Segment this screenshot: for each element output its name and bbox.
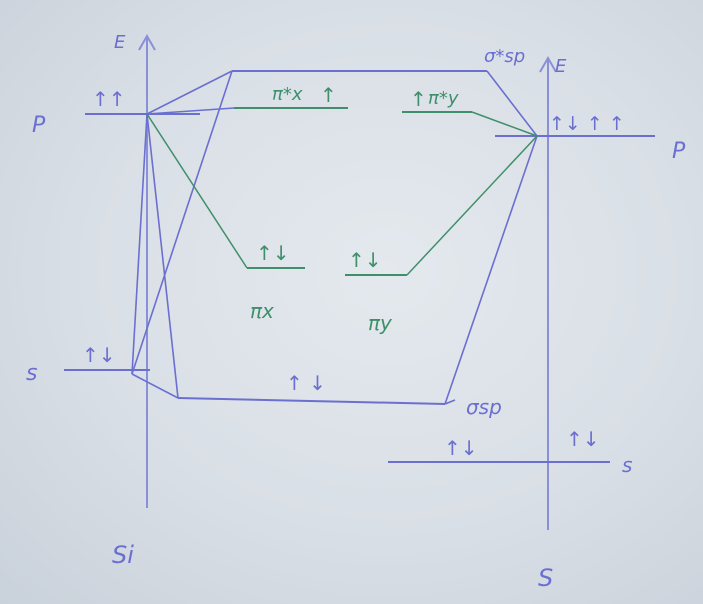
sigma-sp-level	[177, 397, 446, 405]
left-energy-axis-label: E	[114, 32, 126, 53]
sigma-star-label: σ*sp	[484, 46, 525, 67]
sigma-sp-label: σsp	[466, 395, 502, 419]
blue-correlation-lines	[131, 70, 538, 405]
left-energy-axis	[138, 33, 156, 508]
s-p-electrons: ↑↓ ↑ ↑	[549, 113, 625, 135]
si-s-label: s	[26, 361, 37, 386]
left-atom-name: Si	[112, 541, 134, 569]
pi-y-electrons: ↑↓	[348, 248, 382, 272]
sigma-sp-electrons: ↑ ↓	[286, 371, 326, 395]
pi-y-star-label: π*y	[428, 88, 459, 109]
s-p-label: P	[672, 139, 686, 164]
sigma-sp-lower-electrons: ↑↓	[444, 436, 478, 460]
right-energy-axis	[539, 55, 557, 530]
s-s-label: s	[622, 453, 632, 477]
s-s-electrons: ↑↓	[566, 427, 600, 451]
pi-x-label: πx	[250, 299, 274, 323]
pi-x-electrons: ↑↓	[256, 241, 290, 265]
green-correlation-lines	[146, 111, 538, 276]
si-p-label: P	[32, 113, 46, 138]
right-energy-axis-label: E	[555, 56, 567, 77]
si-p-electrons: ↑↑	[92, 87, 126, 111]
si-s-electrons: ↑↓	[82, 343, 116, 367]
pi-y-label: πy	[368, 311, 393, 335]
pi-x-star-label: π*x	[272, 84, 303, 105]
right-atom-name: S	[538, 564, 553, 592]
pi-x-star-electrons: ↑	[320, 83, 337, 107]
pi-y-star-electrons: ↑	[410, 87, 427, 111]
